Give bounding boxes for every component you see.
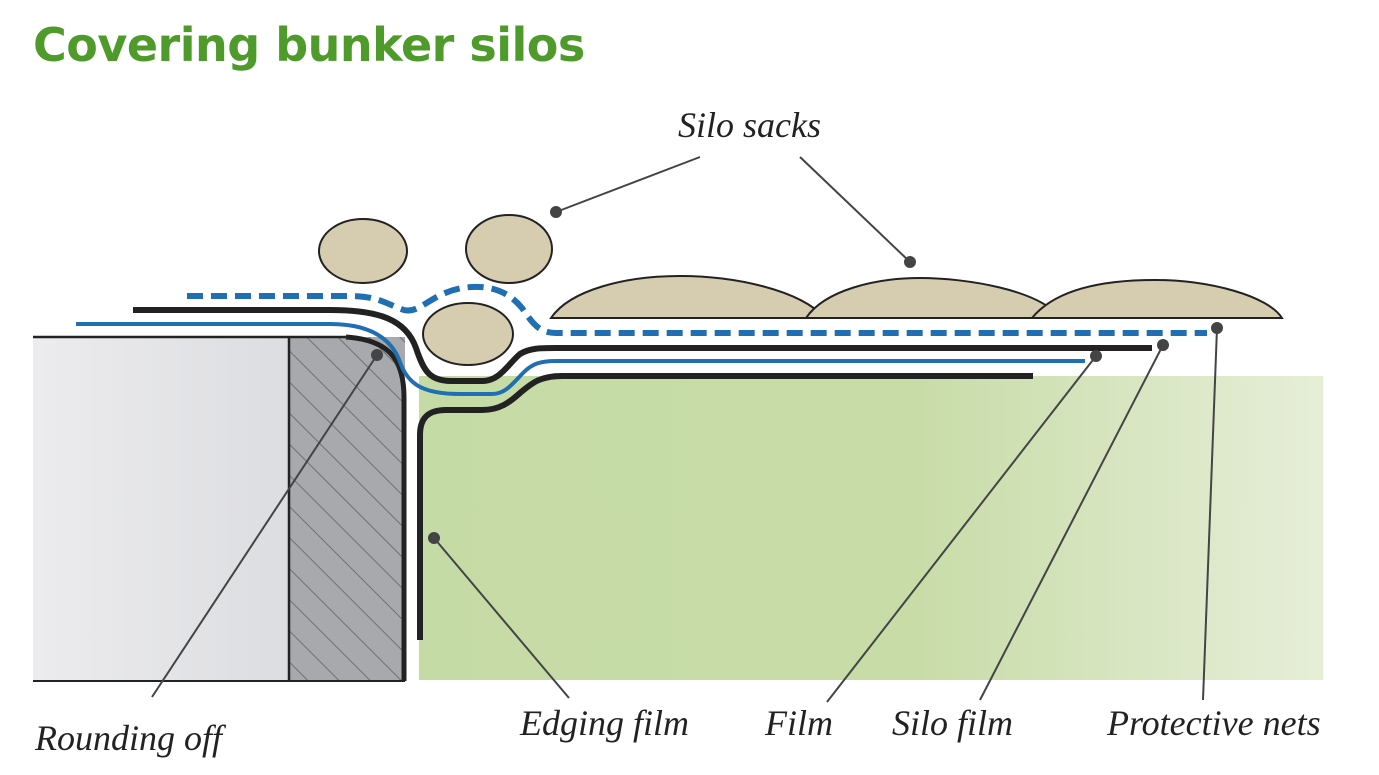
film-line	[133, 307, 1152, 384]
rounding-off-piece	[345, 334, 407, 681]
label-silo-film: Silo film	[892, 703, 1013, 743]
label-rounding-off: Rounding off	[34, 718, 227, 758]
label-silo-sacks: Silo sacks	[678, 105, 821, 145]
edging-film-line	[417, 373, 1033, 640]
silo-sack	[549, 274, 828, 319]
silo-sack	[318, 218, 408, 284]
silo-sack	[1029, 278, 1284, 319]
silage-area	[419, 376, 1323, 680]
silo-sack	[465, 214, 553, 284]
label-protective-nets: Protective nets	[1106, 703, 1321, 743]
protective-net-line	[187, 283, 1207, 336]
page-title: Covering bunker silos	[33, 18, 585, 72]
silo-sack	[804, 276, 1062, 319]
silo-sacks	[318, 214, 1284, 366]
leader-lines	[151, 156, 1223, 703]
label-edging-film: Edging film	[519, 703, 689, 743]
label-film: Film	[764, 703, 833, 743]
bunker-wall	[33, 335, 405, 682]
silo-film-line	[76, 322, 1085, 396]
silo-sack	[422, 302, 514, 366]
